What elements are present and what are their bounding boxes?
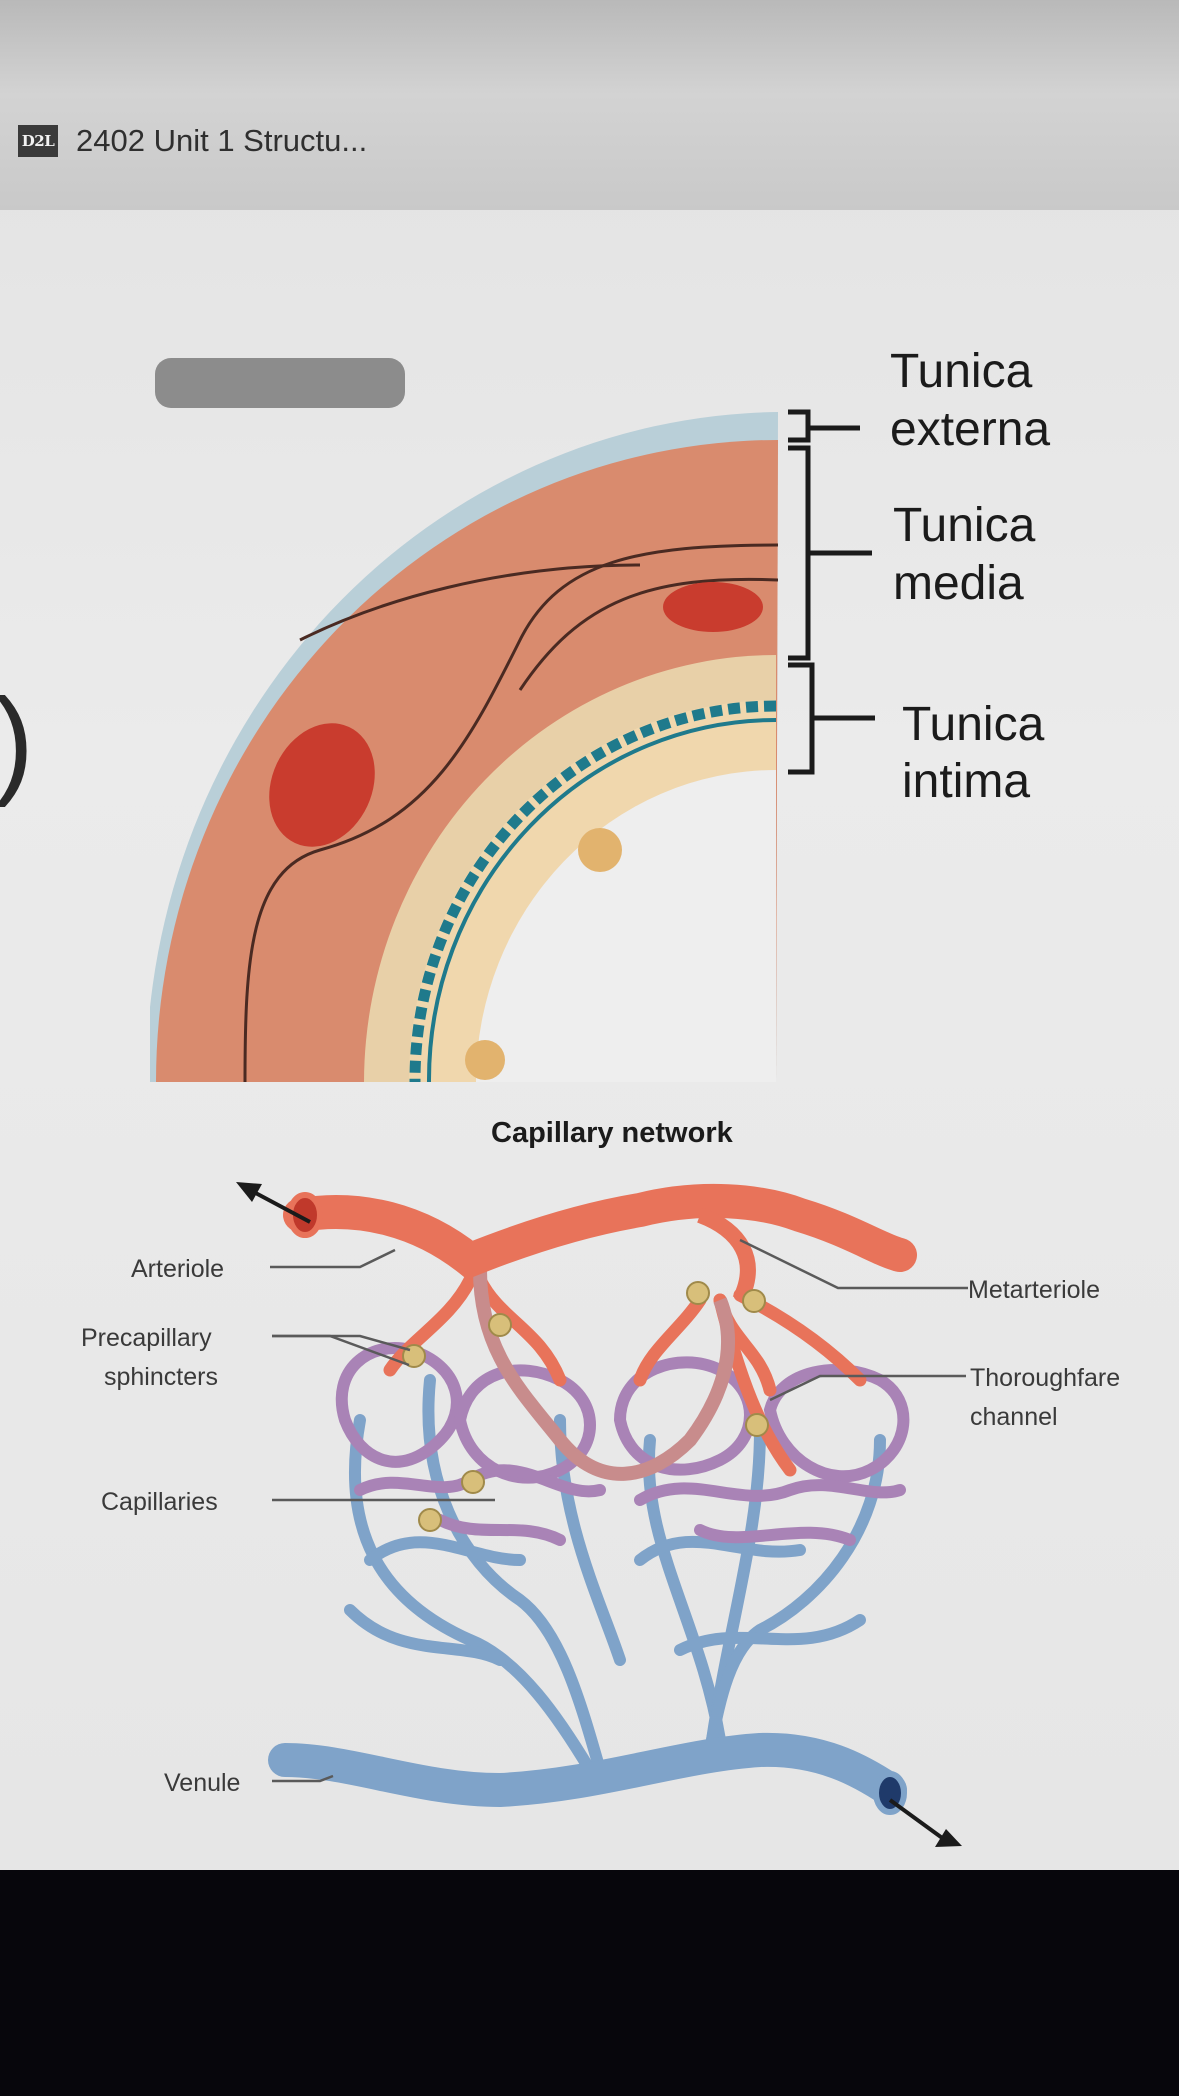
capillary-labels: Arteriole Precapillary sphincters Capill… <box>81 1255 1120 1797</box>
label-capillaries: Capillaries <box>101 1488 218 1516</box>
leader-lines <box>270 1238 968 1783</box>
browser-tab-bar: D2L 2402 Unit 1 Structu... <box>0 0 1179 210</box>
arteriole-opening <box>287 1192 323 1238</box>
capillary-mesh <box>335 1273 910 1776</box>
arrow-head-icon <box>236 1182 262 1202</box>
label-tunica-intima-2: intima <box>902 755 1030 808</box>
tab-title: 2402 Unit 1 Structu... <box>76 123 368 158</box>
label-tunica-intima-1: Tunica <box>902 698 1045 751</box>
label-tunica-externa-1: Tunica <box>890 345 1033 398</box>
label-metarteriole: Metarteriole <box>968 1276 1100 1304</box>
intima-cell <box>465 1040 505 1080</box>
arrow-head-icon <box>935 1829 962 1847</box>
vessel-lumen <box>476 770 776 1082</box>
anatomy-figure: ) <box>0 345 1120 1847</box>
label-thoroughfare-2: channel <box>970 1403 1058 1431</box>
capillary-network-title: Capillary network <box>491 1117 734 1149</box>
artery-cross-section <box>150 412 778 1083</box>
smooth-muscle-nucleus <box>663 582 763 632</box>
label-thoroughfare-1: Thoroughfare <box>970 1364 1120 1392</box>
smooth-muscle-nucleus <box>269 723 375 847</box>
label-tunica-media-1: Tunica <box>893 499 1036 552</box>
dark-bottom-area <box>0 1870 1179 2096</box>
arteriole-flow-arrow <box>249 1188 311 1224</box>
label-precapillary-1: Precapillary <box>81 1324 212 1352</box>
label-arteriole: Arteriole <box>131 1255 224 1283</box>
redaction-bar <box>155 358 405 408</box>
elastic-fiber <box>299 563 641 642</box>
artery-labels: Tunica externa Tunica media Tunica intim… <box>890 345 1050 808</box>
venule-flow-arrow <box>888 1798 947 1842</box>
cropped-text-glyph: ) <box>0 674 34 808</box>
elastic-fiber <box>518 577 778 691</box>
label-tunica-media-2: media <box>893 557 1024 610</box>
screen: D2L 2402 Unit 1 Structu... ) <box>0 0 1179 1870</box>
label-brackets <box>788 409 875 775</box>
precapillary-sphincters <box>402 1281 769 1532</box>
arteriole-vessel <box>283 1183 917 1280</box>
label-venule: Venule <box>164 1769 240 1797</box>
label-tunica-externa-2: externa <box>890 403 1050 456</box>
endothelium <box>409 700 777 1083</box>
venule-vessel <box>268 1732 907 1808</box>
thoroughfare-channel <box>473 1269 735 1481</box>
intima-cell <box>578 828 622 872</box>
label-precapillary-2: sphincters <box>104 1363 218 1391</box>
metarteriole-branch <box>696 1207 756 1304</box>
browser-tab[interactable]: D2L 2402 Unit 1 Structu... <box>18 112 367 170</box>
d2l-logo-icon: D2L <box>18 125 58 157</box>
endothelium-line <box>426 718 777 1083</box>
venule-opening <box>873 1771 907 1815</box>
